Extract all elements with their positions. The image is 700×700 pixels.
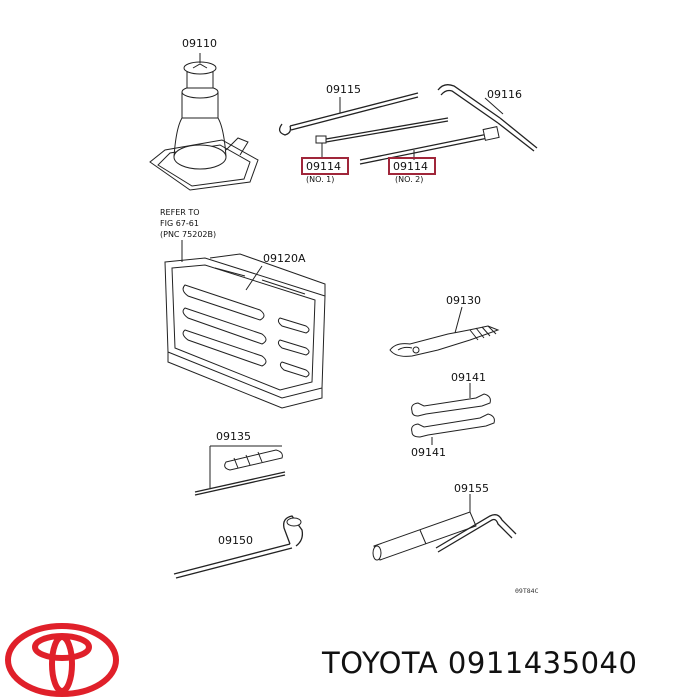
lug-wrench-drawing: [173, 515, 304, 579]
crank-drawing: [437, 84, 538, 152]
label-handle: 09115: [326, 83, 361, 96]
label-tray: 09120A: [263, 252, 306, 265]
label-pliers: 09130: [446, 294, 481, 307]
label-ext2: 09114: [393, 160, 428, 173]
socket-wrench-drawing: [372, 494, 517, 561]
label-socket: 09155: [454, 482, 489, 495]
label-lugwrench: 09150: [218, 534, 253, 547]
refer-line-3: (PNC 75202B): [160, 230, 216, 239]
label-ext2-no: (NO. 2): [395, 175, 423, 184]
tool-tray-drawing: [164, 253, 326, 409]
drawing-code: 09T84C: [515, 587, 539, 595]
screwdriver-drawing: [194, 445, 286, 496]
pliers-drawing: [389, 306, 500, 357]
jack-drawing: [149, 53, 259, 191]
highlight-box-ext1: [301, 157, 349, 175]
toyota-logo-icon: [5, 623, 119, 697]
extension-no2-drawing: [359, 126, 500, 165]
refer-line-2: FIG 67-61: [160, 219, 199, 228]
label-ext1: 09114: [306, 160, 341, 173]
label-screwdriver: 09135: [216, 430, 251, 443]
highlight-box-ext2: [388, 157, 436, 175]
label-jack: 09110: [182, 37, 217, 50]
wrenches-drawing: [411, 383, 495, 445]
footer-brand-part-number: TOYOTA 0911435040: [322, 646, 638, 680]
extension-no1-drawing: [315, 117, 449, 158]
label-ext1-no: (NO. 1): [306, 175, 334, 184]
jack-handle-drawing: [278, 92, 419, 136]
refer-line-1: REFER TO: [160, 208, 200, 217]
label-wrench-b: 09141: [411, 446, 446, 459]
label-wrench-a: 09141: [451, 371, 486, 384]
label-crank: 09116: [487, 88, 522, 101]
